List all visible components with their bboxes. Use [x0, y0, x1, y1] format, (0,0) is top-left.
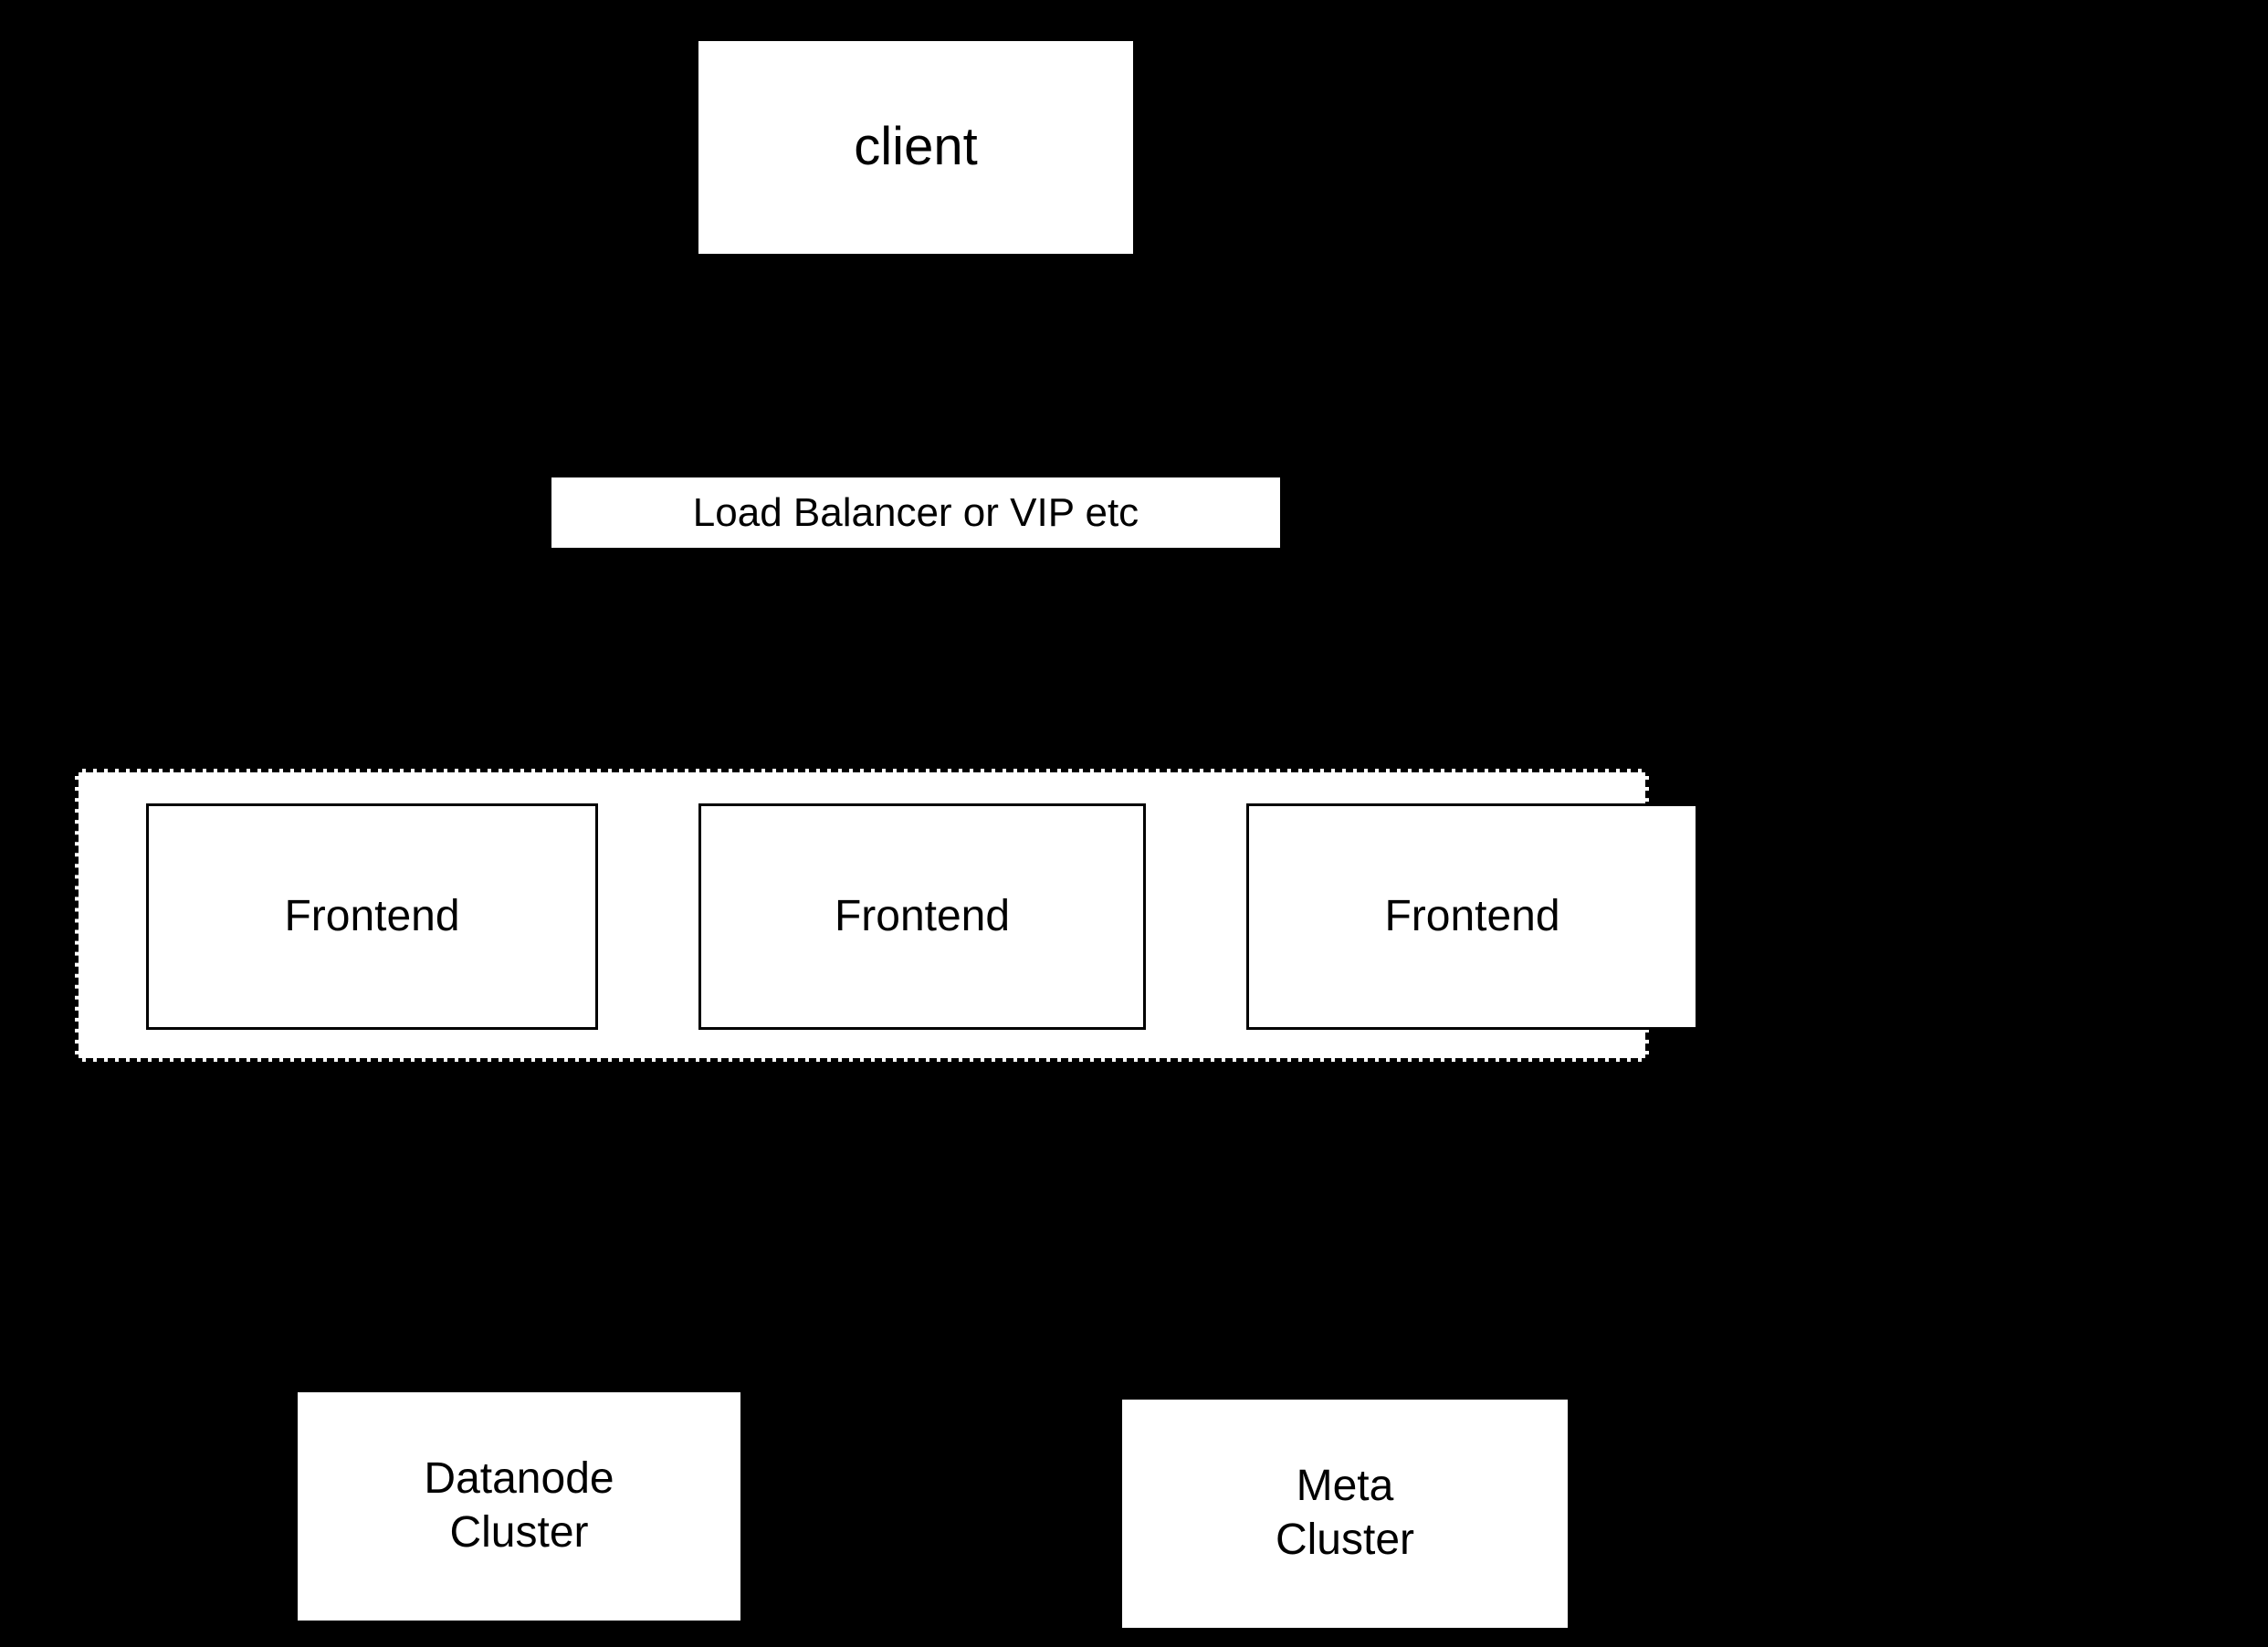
node-frontend-2-label: Frontend	[834, 891, 1011, 940]
node-frontend-3[interactable]: Frontend	[1246, 803, 1698, 1030]
node-client[interactable]: client	[698, 41, 1133, 254]
node-load-balancer-label: Load Balancer or VIP etc	[692, 489, 1139, 535]
node-datanode-cluster[interactable]: Datanode Cluster	[298, 1392, 740, 1621]
node-frontend-1[interactable]: Frontend	[146, 803, 598, 1030]
node-client-label: client	[854, 117, 978, 177]
node-frontend-3-label: Frontend	[1384, 891, 1560, 940]
node-frontend-2[interactable]: Frontend	[698, 803, 1146, 1030]
node-meta-cluster-label: Meta Cluster	[1275, 1462, 1415, 1564]
node-frontend-1-label: Frontend	[284, 891, 460, 940]
node-load-balancer[interactable]: Load Balancer or VIP etc	[551, 477, 1280, 548]
node-meta-cluster[interactable]: Meta Cluster	[1122, 1400, 1568, 1628]
node-datanode-cluster-label: Datanode Cluster	[424, 1454, 614, 1557]
